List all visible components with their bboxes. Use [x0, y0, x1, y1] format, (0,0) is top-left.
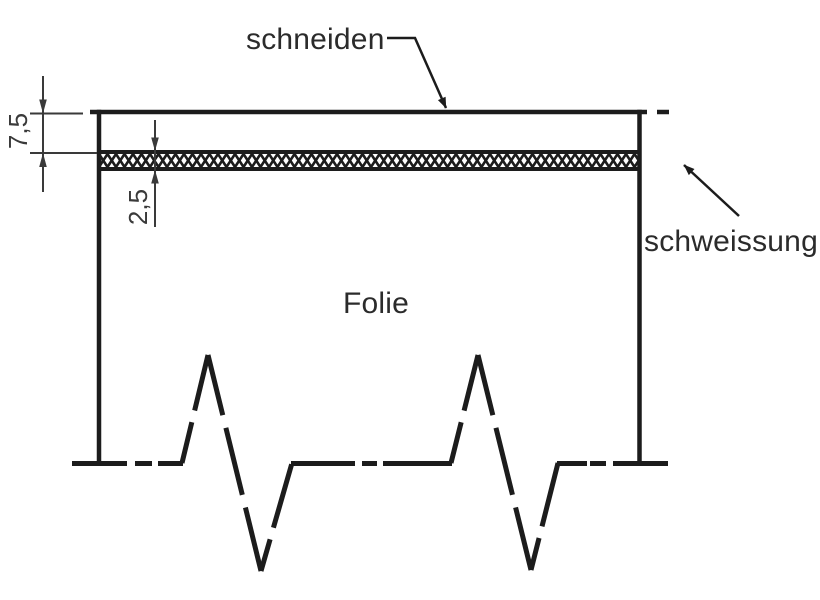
- dimension-7-5-text: 7,5: [3, 113, 33, 149]
- arrowhead-2-5-top: [151, 137, 159, 151]
- arrowhead-7-5-bottom: [39, 153, 47, 167]
- weld-label: schweissung: [644, 225, 818, 258]
- cut-label: schneiden: [246, 23, 385, 56]
- cut-leader-line: [387, 36, 448, 109]
- leader-lines: [387, 36, 740, 217]
- weld-seam-band: [99, 150, 640, 171]
- foil-label: Folie: [343, 287, 409, 320]
- dimension-2-5-text: 2,5: [123, 189, 153, 225]
- dimension-annotations: [30, 76, 159, 227]
- weld-seam-crosshatch: [99, 154, 640, 167]
- arrowhead-7-5-top: [39, 99, 47, 114]
- break-line: [72, 354, 668, 572]
- break-line-zigzag: [528, 462, 561, 571]
- break-line-zigzag: [179, 354, 211, 464]
- arrowhead-2-5-bottom: [151, 170, 159, 184]
- weld-leader-line: [683, 164, 740, 217]
- break-line-zigzag: [205, 354, 264, 572]
- break-line-zigzag: [475, 354, 534, 571]
- break-line-zigzag: [258, 462, 295, 572]
- break-line-zigzag: [448, 354, 481, 464]
